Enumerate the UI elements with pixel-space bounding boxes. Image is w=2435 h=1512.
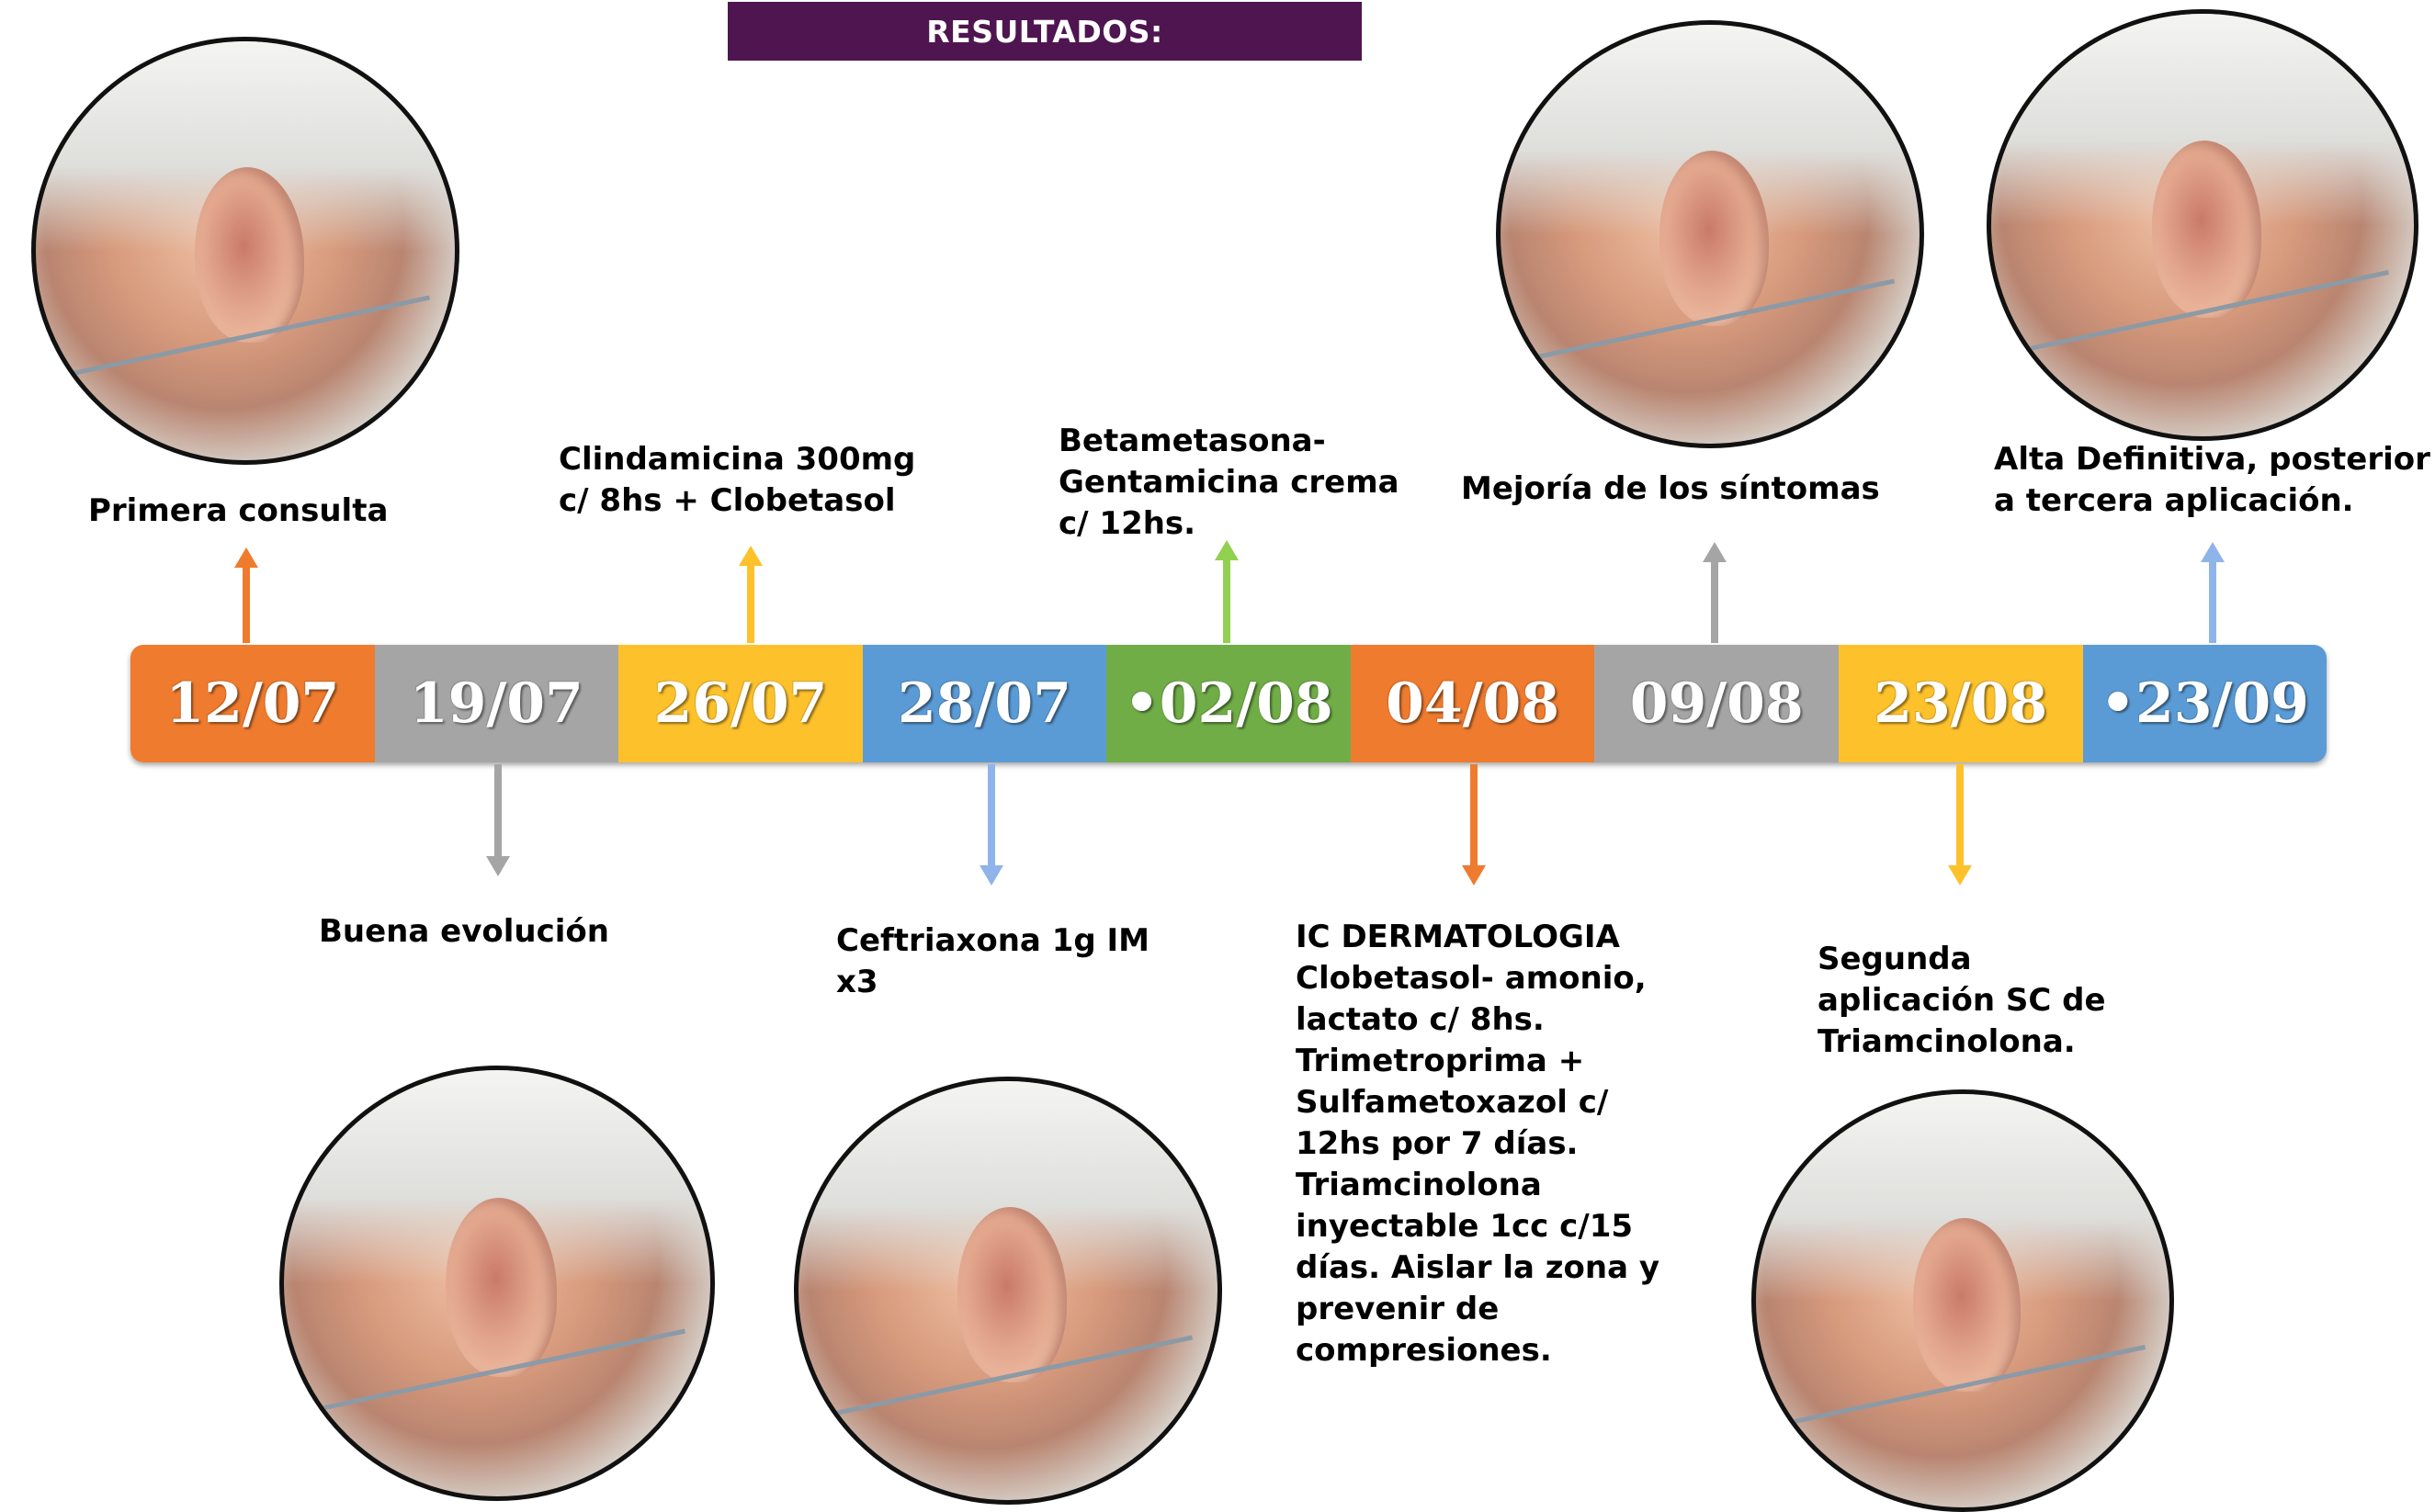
event-line: a tercera aplicación. [1994,482,2354,519]
photo-ear [1659,150,1769,327]
timeline-date-23-09: •23/09 [2082,645,2327,762]
event-mejoria: Mejoría de los síntomas [1461,468,1880,510]
ear-photo-alta-definitiva [1987,9,2418,441]
event-line: Clobetasol- amonio, [1296,960,1647,997]
event-clindamicina: Clindamicina 300mg c/ 8hs + Clobetasol [559,439,915,522]
ear-photo-ceftriaxona [794,1077,1222,1505]
timeline-date-23-08: 23/08 [1838,645,2083,762]
event-line: aplicación SC de [1818,982,2106,1019]
timeline-date-19-07: 19/07 [374,645,619,762]
ear-photo-mejoria [1496,20,1924,448]
event-line: Alta Definitiva, posterior [1994,441,2430,478]
photo-ear [1913,1218,2021,1392]
event-line: prevenir de [1296,1291,1500,1327]
photo-ear [957,1206,1067,1383]
event-line: 12hs por 7 días. [1296,1125,1579,1162]
event-line: Buena evolución [319,913,609,950]
event-buena-evolucion: Buena evolución [319,911,609,953]
event-line: c/ 12hs. [1059,505,1196,542]
ear-photo-primera-consulta [31,37,459,465]
timeline-date-04-08: 04/08 [1350,645,1595,762]
ear-photo-buena-evolucion [279,1066,715,1501]
event-line: Triamcinolona [1296,1167,1542,1203]
results-header: RESULTADOS: [728,2,1362,61]
event-ceftriaxona: Ceftriaxona 1g IM x3 [836,920,1150,1003]
event-line: Trimetroprima + [1296,1043,1585,1079]
event-line: lactato c/ 8hs. [1296,1001,1545,1038]
event-line: Betametasona- [1059,423,1326,459]
event-line: IC DERMATOLOGIA [1296,919,1620,955]
photo-ear [2151,141,2262,319]
event-line: Clindamicina 300mg [559,441,916,478]
event-line: compresiones. [1296,1332,1552,1369]
event-line: x3 [836,964,878,1000]
event-betametasona: Betametasona- Gentamicina crema c/ 12hs. [1059,421,1399,545]
event-line: Gentamicina crema [1059,464,1399,501]
event-line: Mejoría de los síntomas [1461,470,1880,507]
event-alta-definitiva: Alta Definitiva, posterior a tercera apl… [1994,439,2430,522]
event-ic-dermatologia: IC DERMATOLOGIA Clobetasol- amonio, lact… [1296,917,1659,1371]
timeline-date-09-08: 09/08 [1594,645,1839,762]
timeline-date-28-07: 28/07 [862,645,1107,762]
event-line: Sulfametoxazol c/ [1296,1084,1609,1121]
timeline-bar: 12/07 19/07 26/07 28/07 •02/08 04/08 09/… [130,645,2327,762]
timeline-date-26-07: 26/07 [618,645,863,762]
photo-ear [195,166,304,344]
photo-ear [446,1198,557,1378]
event-line: Ceftriaxona 1g IM [836,922,1150,959]
event-segunda-aplicacion: Segunda aplicación SC de Triamcinolona. [1818,939,2106,1063]
event-line: Segunda [1818,941,1972,977]
event-line: c/ 8hs + Clobetasol [559,482,896,519]
timeline-date-12-07: 12/07 [130,645,375,762]
event-line: Primera consulta [88,492,389,529]
event-line: Triamcinolona. [1818,1023,2076,1060]
event-line: inyectable 1cc c/15 [1296,1208,1634,1245]
event-primera-consulta: Primera consulta [88,491,388,532]
event-line: días. Aislar la zona y [1296,1249,1660,1286]
timeline-date-02-08: •02/08 [1106,645,1351,762]
ear-photo-segunda-aplicacion [1751,1089,2174,1512]
